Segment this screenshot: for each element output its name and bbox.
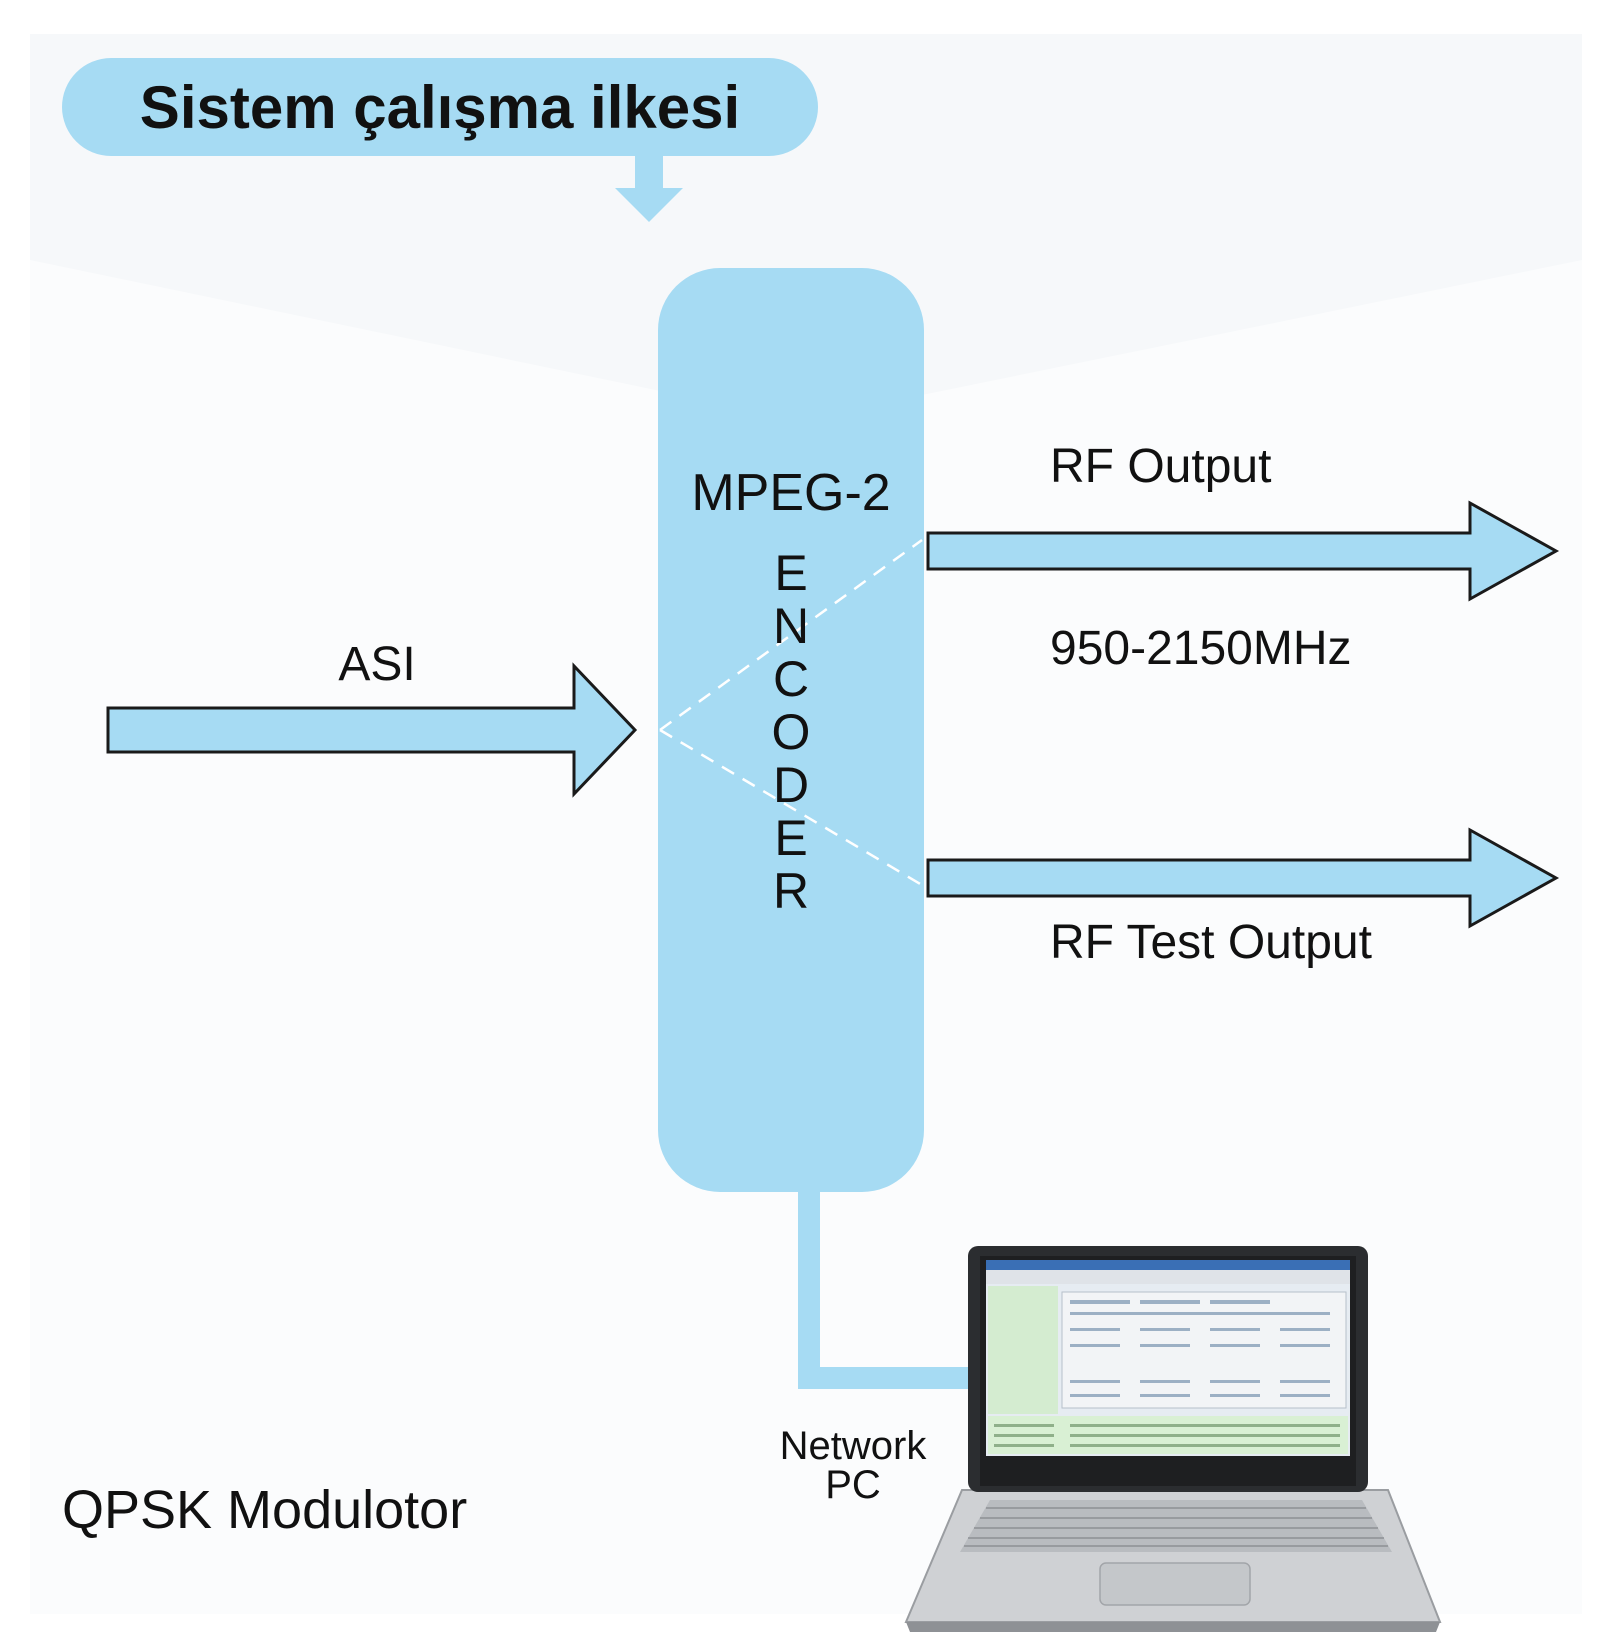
device-label: QPSK Modulotor: [62, 1480, 467, 1540]
encoder-letter: E: [774, 545, 807, 601]
encoder-letter: N: [773, 598, 809, 654]
asi-label: ASI: [338, 638, 415, 691]
network-label-line2: PC: [825, 1463, 881, 1507]
rf-test-output-arrow: [926, 827, 1560, 929]
dashed-line-lower: [659, 728, 923, 887]
asi-input-arrow: [106, 662, 638, 798]
encoder-block: [658, 268, 924, 1192]
title-text: Sistem çalışma ilkesi: [140, 74, 740, 141]
encoder-letter: C: [773, 651, 809, 707]
laptop-icon: [904, 1246, 1442, 1632]
rf-output-arrow: [926, 500, 1560, 602]
encoder-label-mpeg: MPEG-2: [691, 464, 890, 522]
encoder-letter: E: [774, 810, 807, 866]
network-label-line1: Network: [780, 1424, 928, 1468]
encoder-letter: O: [772, 704, 811, 760]
dashed-line-upper: [659, 538, 923, 732]
encoder-letter: D: [773, 757, 809, 813]
rf-test-output-label: RF Test Output: [1050, 916, 1372, 969]
frequency-range-label: 950-2150MHz: [1050, 622, 1352, 675]
title-pill: [62, 58, 818, 156]
title-down-arrow: [615, 156, 683, 222]
encoder-letter: R: [773, 863, 809, 919]
rf-output-label: RF Output: [1050, 440, 1271, 493]
network-connector: [798, 1180, 985, 1389]
